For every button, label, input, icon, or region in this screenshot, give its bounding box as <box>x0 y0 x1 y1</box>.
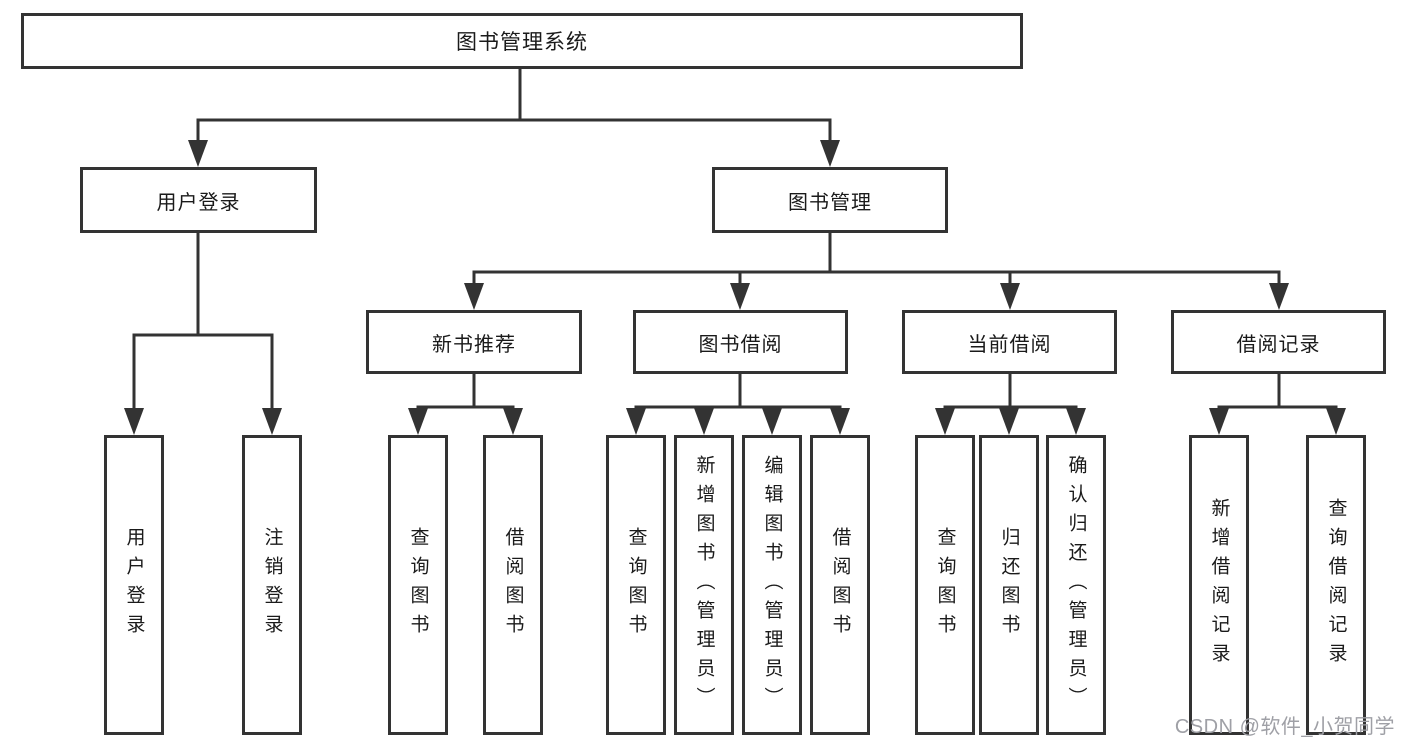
node-user-login-label: 用户登录 <box>156 191 241 214</box>
leaf-newbook-query-books-label: 查询图书 <box>407 527 429 643</box>
node-new-book-recommend: 新书推荐 <box>366 310 582 374</box>
csdn-watermark: CSDN @软件_小贺同学 <box>1174 716 1395 738</box>
leaf-add-books-admin: 新增图书（管理员） <box>674 435 734 735</box>
connector-arrowheads <box>124 140 1346 435</box>
leaf-query-borrow-record: 查询借阅记录 <box>1306 435 1366 735</box>
node-current-borrowing: 当前借阅 <box>902 310 1117 374</box>
leaf-newbook-query-books: 查询图书 <box>388 435 448 735</box>
node-root-library-system: 图书管理系统 <box>21 13 1023 69</box>
leaf-borrow-books: 借阅图书 <box>810 435 870 735</box>
node-book-management-label: 图书管理 <box>788 191 872 214</box>
leaf-user-login-label: 用户登录 <box>123 527 145 643</box>
node-new-book-recommend-label: 新书推荐 <box>432 333 516 356</box>
leaf-newbook-borrow-books-label: 借阅图书 <box>502 527 524 643</box>
leaf-user-login: 用户登录 <box>104 435 164 735</box>
leaf-logout-label: 注销登录 <box>261 527 283 643</box>
node-book-borrowing: 图书借阅 <box>633 310 848 374</box>
leaf-borrow-books-label: 借阅图书 <box>829 527 851 643</box>
node-book-management: 图书管理 <box>712 167 948 233</box>
leaf-newbook-borrow-books: 借阅图书 <box>483 435 543 735</box>
connector-paths <box>132 68 1338 412</box>
leaf-add-borrow-record: 新增借阅记录 <box>1189 435 1249 735</box>
leaf-add-books-admin-label: 新增图书（管理员） <box>693 454 715 716</box>
node-borrowing-records-label: 借阅记录 <box>1236 333 1321 356</box>
leaf-borrow-query-books-label: 查询图书 <box>625 527 647 643</box>
leaf-current-query-books: 查询图书 <box>915 435 975 735</box>
leaf-return-books: 归还图书 <box>979 435 1039 735</box>
leaf-query-borrow-record-label: 查询借阅记录 <box>1325 498 1347 672</box>
node-borrowing-records: 借阅记录 <box>1171 310 1386 374</box>
leaf-return-books-label: 归还图书 <box>998 527 1020 643</box>
node-book-borrowing-label: 图书借阅 <box>698 333 783 356</box>
node-root-label: 图书管理系统 <box>456 31 588 54</box>
node-current-borrowing-label: 当前借阅 <box>967 333 1052 356</box>
node-user-login: 用户登录 <box>80 167 317 233</box>
leaf-current-query-books-label: 查询图书 <box>934 527 956 643</box>
leaf-edit-books-admin: 编辑图书（管理员） <box>742 435 802 735</box>
leaf-borrow-query-books: 查询图书 <box>606 435 666 735</box>
leaf-edit-books-admin-label: 编辑图书（管理员） <box>761 454 783 716</box>
leaf-logout: 注销登录 <box>242 435 302 735</box>
leaf-confirm-return-admin: 确认归还（管理员） <box>1046 435 1106 735</box>
leaf-confirm-return-admin-label: 确认归还（管理员） <box>1065 454 1087 716</box>
leaf-add-borrow-record-label: 新增借阅记录 <box>1208 498 1230 672</box>
